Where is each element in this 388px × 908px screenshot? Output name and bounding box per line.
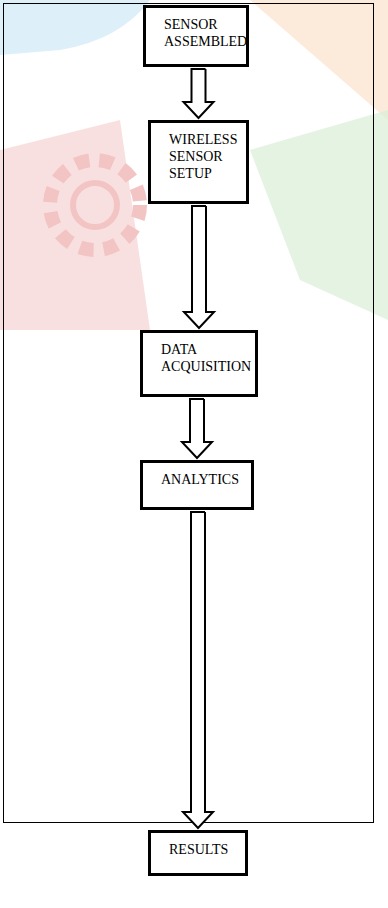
watermark-gear bbox=[73, 183, 117, 227]
block-arrow bbox=[182, 399, 212, 458]
process-box: WIRELESS SENSOR SETUP bbox=[148, 120, 249, 204]
watermark-shape bbox=[250, 110, 388, 320]
process-box: ANALYTICS bbox=[140, 460, 254, 510]
box-label: WIRELESS SENSOR SETUP bbox=[169, 131, 240, 182]
box-label: DATA ACQUISITION bbox=[161, 341, 249, 375]
outer-frame bbox=[4, 4, 374, 823]
process-box: SENSOR ASSEMBLED bbox=[143, 5, 249, 67]
block-arrow bbox=[183, 512, 213, 828]
watermark-shape bbox=[250, 0, 388, 120]
block-arrow bbox=[184, 69, 214, 118]
box-label: SENSOR ASSEMBLED bbox=[164, 16, 240, 50]
process-box: DATA ACQUISITION bbox=[140, 330, 258, 397]
box-label: RESULTS bbox=[169, 841, 239, 858]
watermark-gear bbox=[50, 160, 140, 250]
box-label: ANALYTICS bbox=[161, 471, 245, 488]
watermark-shape bbox=[0, 120, 150, 330]
process-box: RESULTS bbox=[148, 830, 248, 876]
watermark-shape bbox=[0, 0, 150, 55]
block-arrow bbox=[184, 206, 214, 328]
